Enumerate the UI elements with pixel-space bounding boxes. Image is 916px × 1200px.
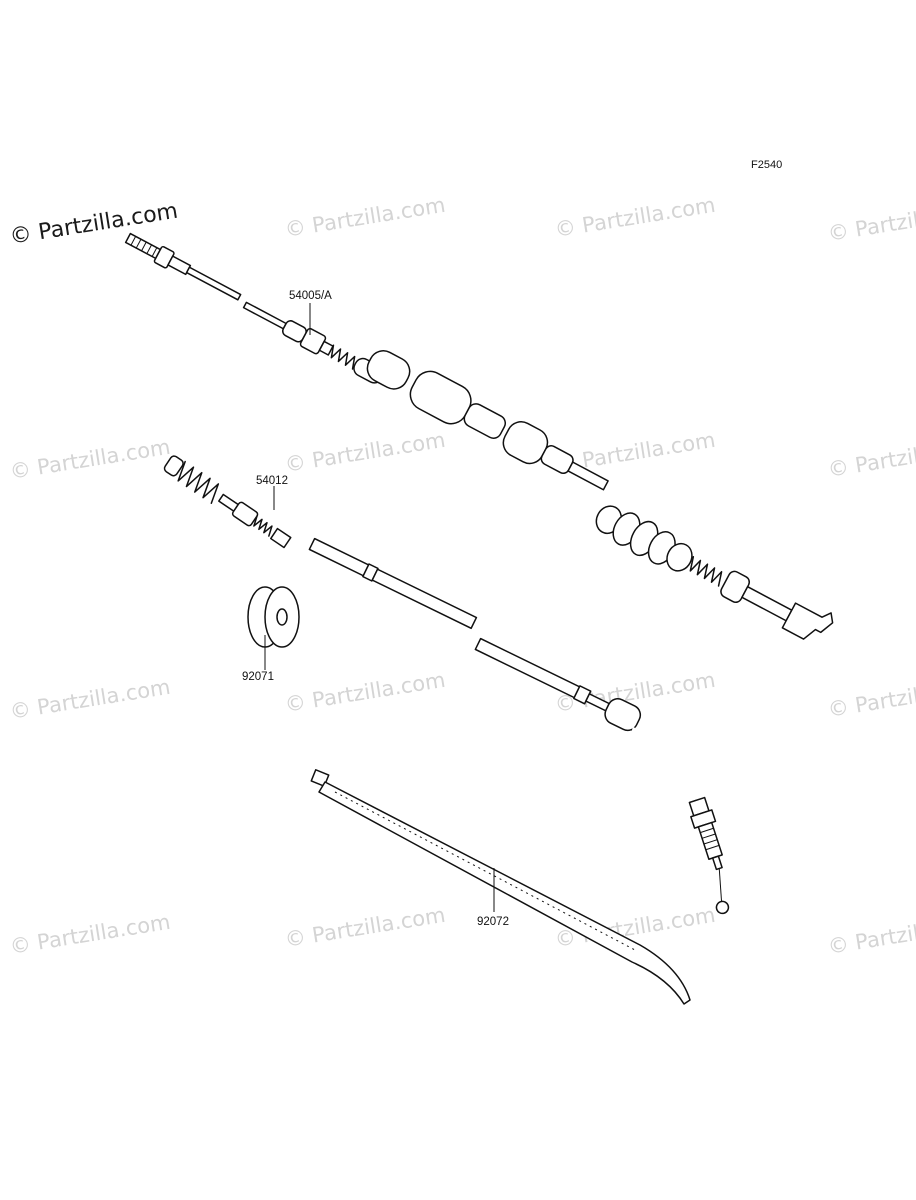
callout-54012: 54012: [256, 475, 288, 487]
callout-92071: 92071: [242, 671, 274, 683]
throttle-cable-upper-drawing[interactable]: [124, 230, 837, 651]
throttle-cable-lower-drawing[interactable]: [162, 454, 743, 915]
grommet-drawing[interactable]: [247, 586, 300, 670]
cable-tie-drawing[interactable]: [310, 769, 691, 1005]
callout-92072: 92072: [477, 916, 509, 928]
callout-54005a: 54005/A: [289, 290, 332, 302]
figure-code: F2540: [751, 159, 783, 171]
